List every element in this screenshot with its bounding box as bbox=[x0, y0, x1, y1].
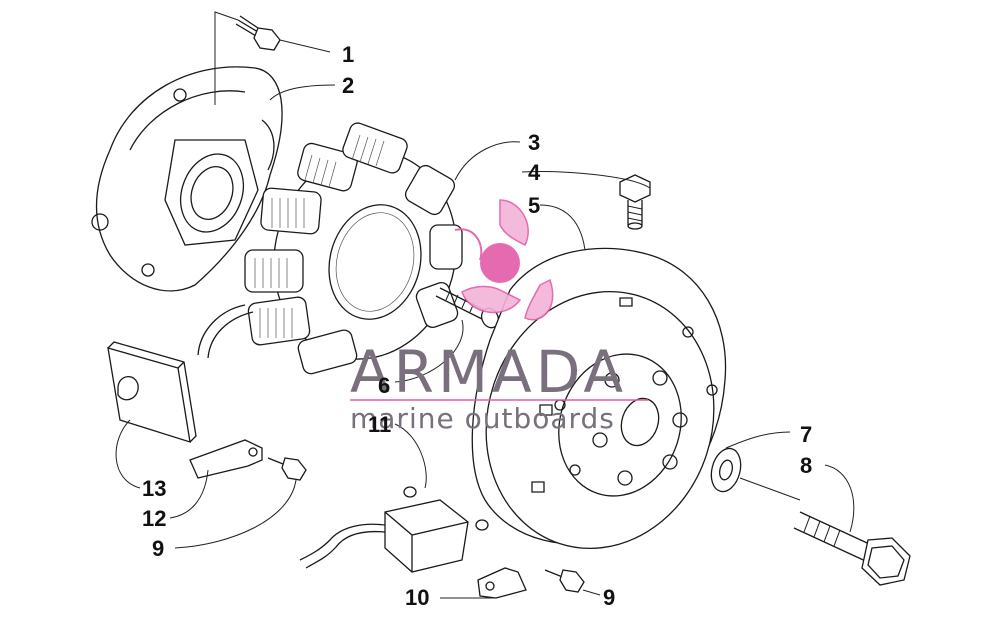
stator-part bbox=[197, 122, 463, 375]
screw-part-9-left bbox=[267, 457, 307, 481]
screw-part-1 bbox=[214, 11, 281, 105]
callout-7: 7 bbox=[800, 422, 812, 447]
leader-lines bbox=[115, 39, 855, 599]
callout-6: 6 bbox=[378, 373, 390, 398]
plate-part-13 bbox=[107, 341, 197, 443]
callout-5: 5 bbox=[528, 193, 540, 218]
bolt-part-4 bbox=[619, 174, 651, 230]
screw-part-9-right bbox=[544, 569, 585, 593]
callout-2: 2 bbox=[342, 73, 354, 98]
bolt-part-8 bbox=[793, 511, 911, 586]
callout-9-left: 9 bbox=[152, 536, 164, 561]
bracket-part-12 bbox=[189, 439, 263, 479]
regulator-part-11 bbox=[299, 486, 489, 573]
armada-logo-mark bbox=[454, 199, 554, 321]
brand-text: ARMADA bbox=[350, 338, 627, 406]
callout-3: 3 bbox=[528, 130, 540, 155]
callout-11: 11 bbox=[368, 412, 391, 437]
tagline-text: marine outboards bbox=[350, 402, 615, 435]
callout-12: 12 bbox=[142, 506, 166, 531]
callout-10: 10 bbox=[405, 585, 429, 610]
washer-part-7 bbox=[710, 447, 801, 501]
callout-8: 8 bbox=[800, 453, 812, 478]
bracket-part-10 bbox=[477, 567, 527, 599]
callout-1: 1 bbox=[342, 42, 354, 67]
housing-part bbox=[91, 66, 283, 292]
callout-9-right: 9 bbox=[603, 585, 615, 610]
flywheel-part bbox=[471, 247, 727, 550]
callout-13: 13 bbox=[142, 476, 166, 501]
callout-4: 4 bbox=[528, 160, 541, 185]
